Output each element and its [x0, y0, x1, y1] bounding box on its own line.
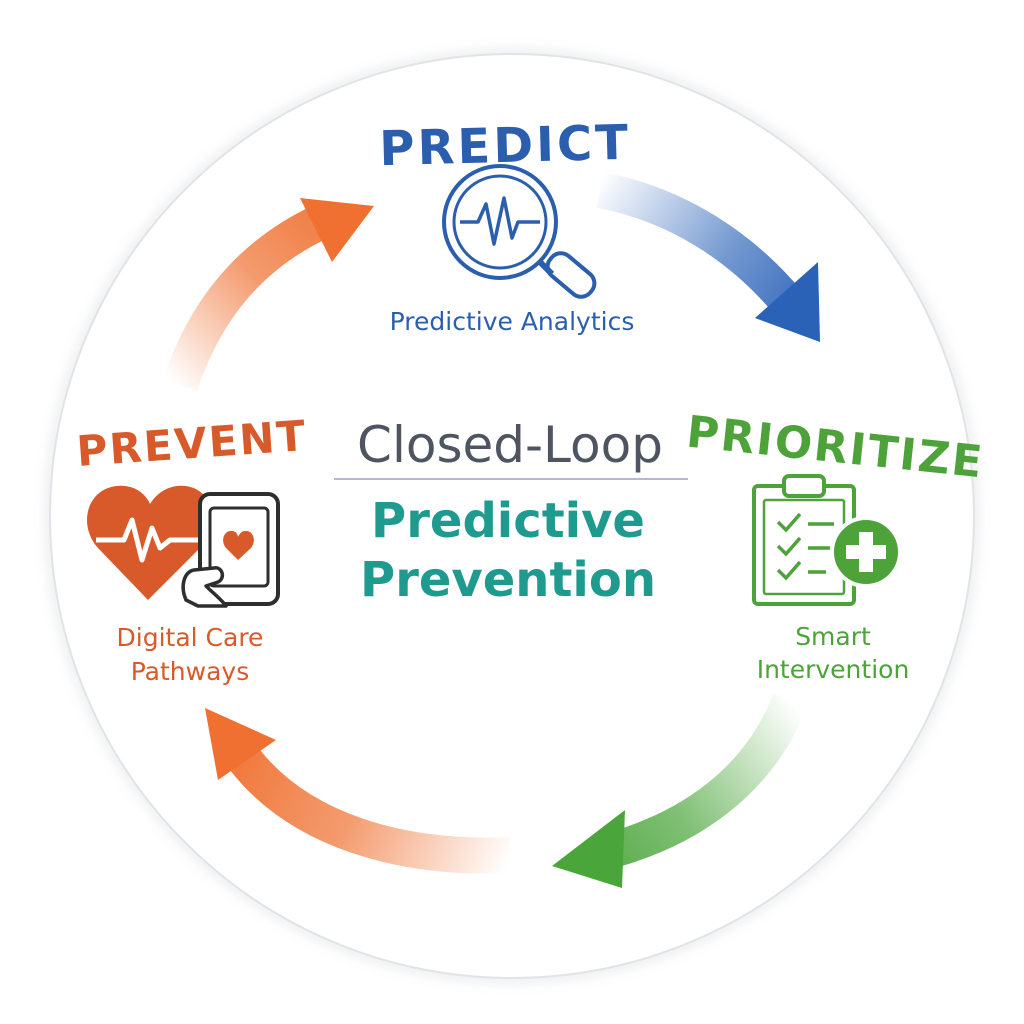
arrow-prevent-to-predict [162, 198, 374, 391]
arrow-prioritize-to-prevent [552, 693, 807, 888]
prioritize-subtitle-line1: Smart [795, 622, 871, 651]
clipboard-plus-icon [752, 474, 902, 606]
prevent-subtitle-line2: Pathways [131, 657, 250, 686]
center-subtitle-line1: Predictive [371, 493, 645, 549]
arrow-prevent-bottom [205, 708, 511, 874]
predict-subtitle: Predictive Analytics [390, 307, 635, 336]
center-subtitle-line2: Prevention [360, 552, 656, 608]
outer-ring [49, 53, 975, 979]
center-title: Closed-Loop [357, 416, 663, 474]
prioritize-subtitle-line2: Intervention [757, 655, 910, 684]
heart-tablet-icon [86, 485, 280, 608]
arrow-predict-to-prioritize [596, 172, 820, 342]
prevent-subtitle-line1: Digital Care [117, 623, 264, 652]
magnifier-heartbeat-icon [442, 164, 597, 299]
